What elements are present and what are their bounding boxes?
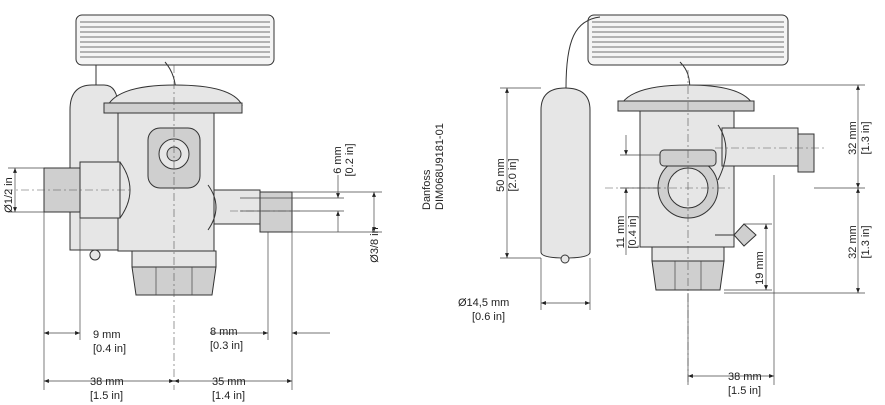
right-adjust-screw (733, 223, 757, 247)
right-sensing-bulb (540, 87, 591, 259)
left-outlet-pipe (213, 189, 261, 225)
right-diaphragm-head (621, 84, 753, 104)
left-valve-view: Ø1/2 in Ø3/8 in 6 mm [0.2 in] 9 mm [0.4 … (3, 14, 382, 402)
dim-19mm: 19 mm (754, 251, 766, 285)
drawing-brand: Danfoss (421, 169, 433, 210)
dim-32mm-lower: 32 mm (847, 225, 859, 259)
dim-outlet-diameter: Ø3/8 in (369, 227, 381, 262)
dim-8mm: 8 mm (210, 326, 238, 338)
dim-35mm: 35 mm (212, 376, 246, 388)
left-diaphragm-head (107, 84, 243, 106)
dim-32mm-upper: 32 mm (847, 121, 859, 155)
dim-9mm-inch: [0.4 in] (93, 343, 126, 355)
dim-38mm-left-inch: [1.5 in] (90, 390, 123, 402)
right-bottom-nut (651, 260, 725, 291)
dim-32mm-lower-inch: [1.3 in] (860, 225, 872, 258)
left-capillary-coil (75, 14, 275, 96)
dim-bulb-diameter-inch: [0.6 in] (472, 311, 505, 323)
right-side-outlet (721, 127, 799, 167)
dim-6mm-inch: [0.2 in] (344, 143, 356, 176)
dim-50mm: 50 mm (495, 158, 507, 192)
dim-8mm-inch: [0.3 in] (210, 340, 243, 352)
dim-9mm: 9 mm (93, 329, 121, 341)
dim-50mm-inch: [2.0 in] (507, 158, 519, 191)
dim-11mm: 11 mm (615, 216, 627, 249)
dim-38mm-right: 38 mm (728, 371, 762, 383)
dim-35mm-inch: [1.4 in] (212, 390, 245, 402)
right-capillary-coil (565, 14, 789, 93)
dim-11mm-inch: [0.4 in] (627, 215, 639, 248)
dim-32mm-upper-inch: [1.3 in] (860, 121, 872, 154)
dim-6mm: 6 mm (332, 146, 344, 174)
dim-38mm-left: 38 mm (90, 376, 124, 388)
right-valve-view: 50 mm [2.0 in] Ø14,5 mm [0.6 in] 11 mm [… (458, 14, 872, 397)
dim-38mm-right-inch: [1.5 in] (728, 385, 761, 397)
drawing-number: DIM068U9181-01 (434, 123, 446, 210)
dim-inlet-diameter: Ø1/2 in (3, 177, 15, 212)
dim-bulb-diameter: Ø14,5 mm (458, 297, 509, 309)
